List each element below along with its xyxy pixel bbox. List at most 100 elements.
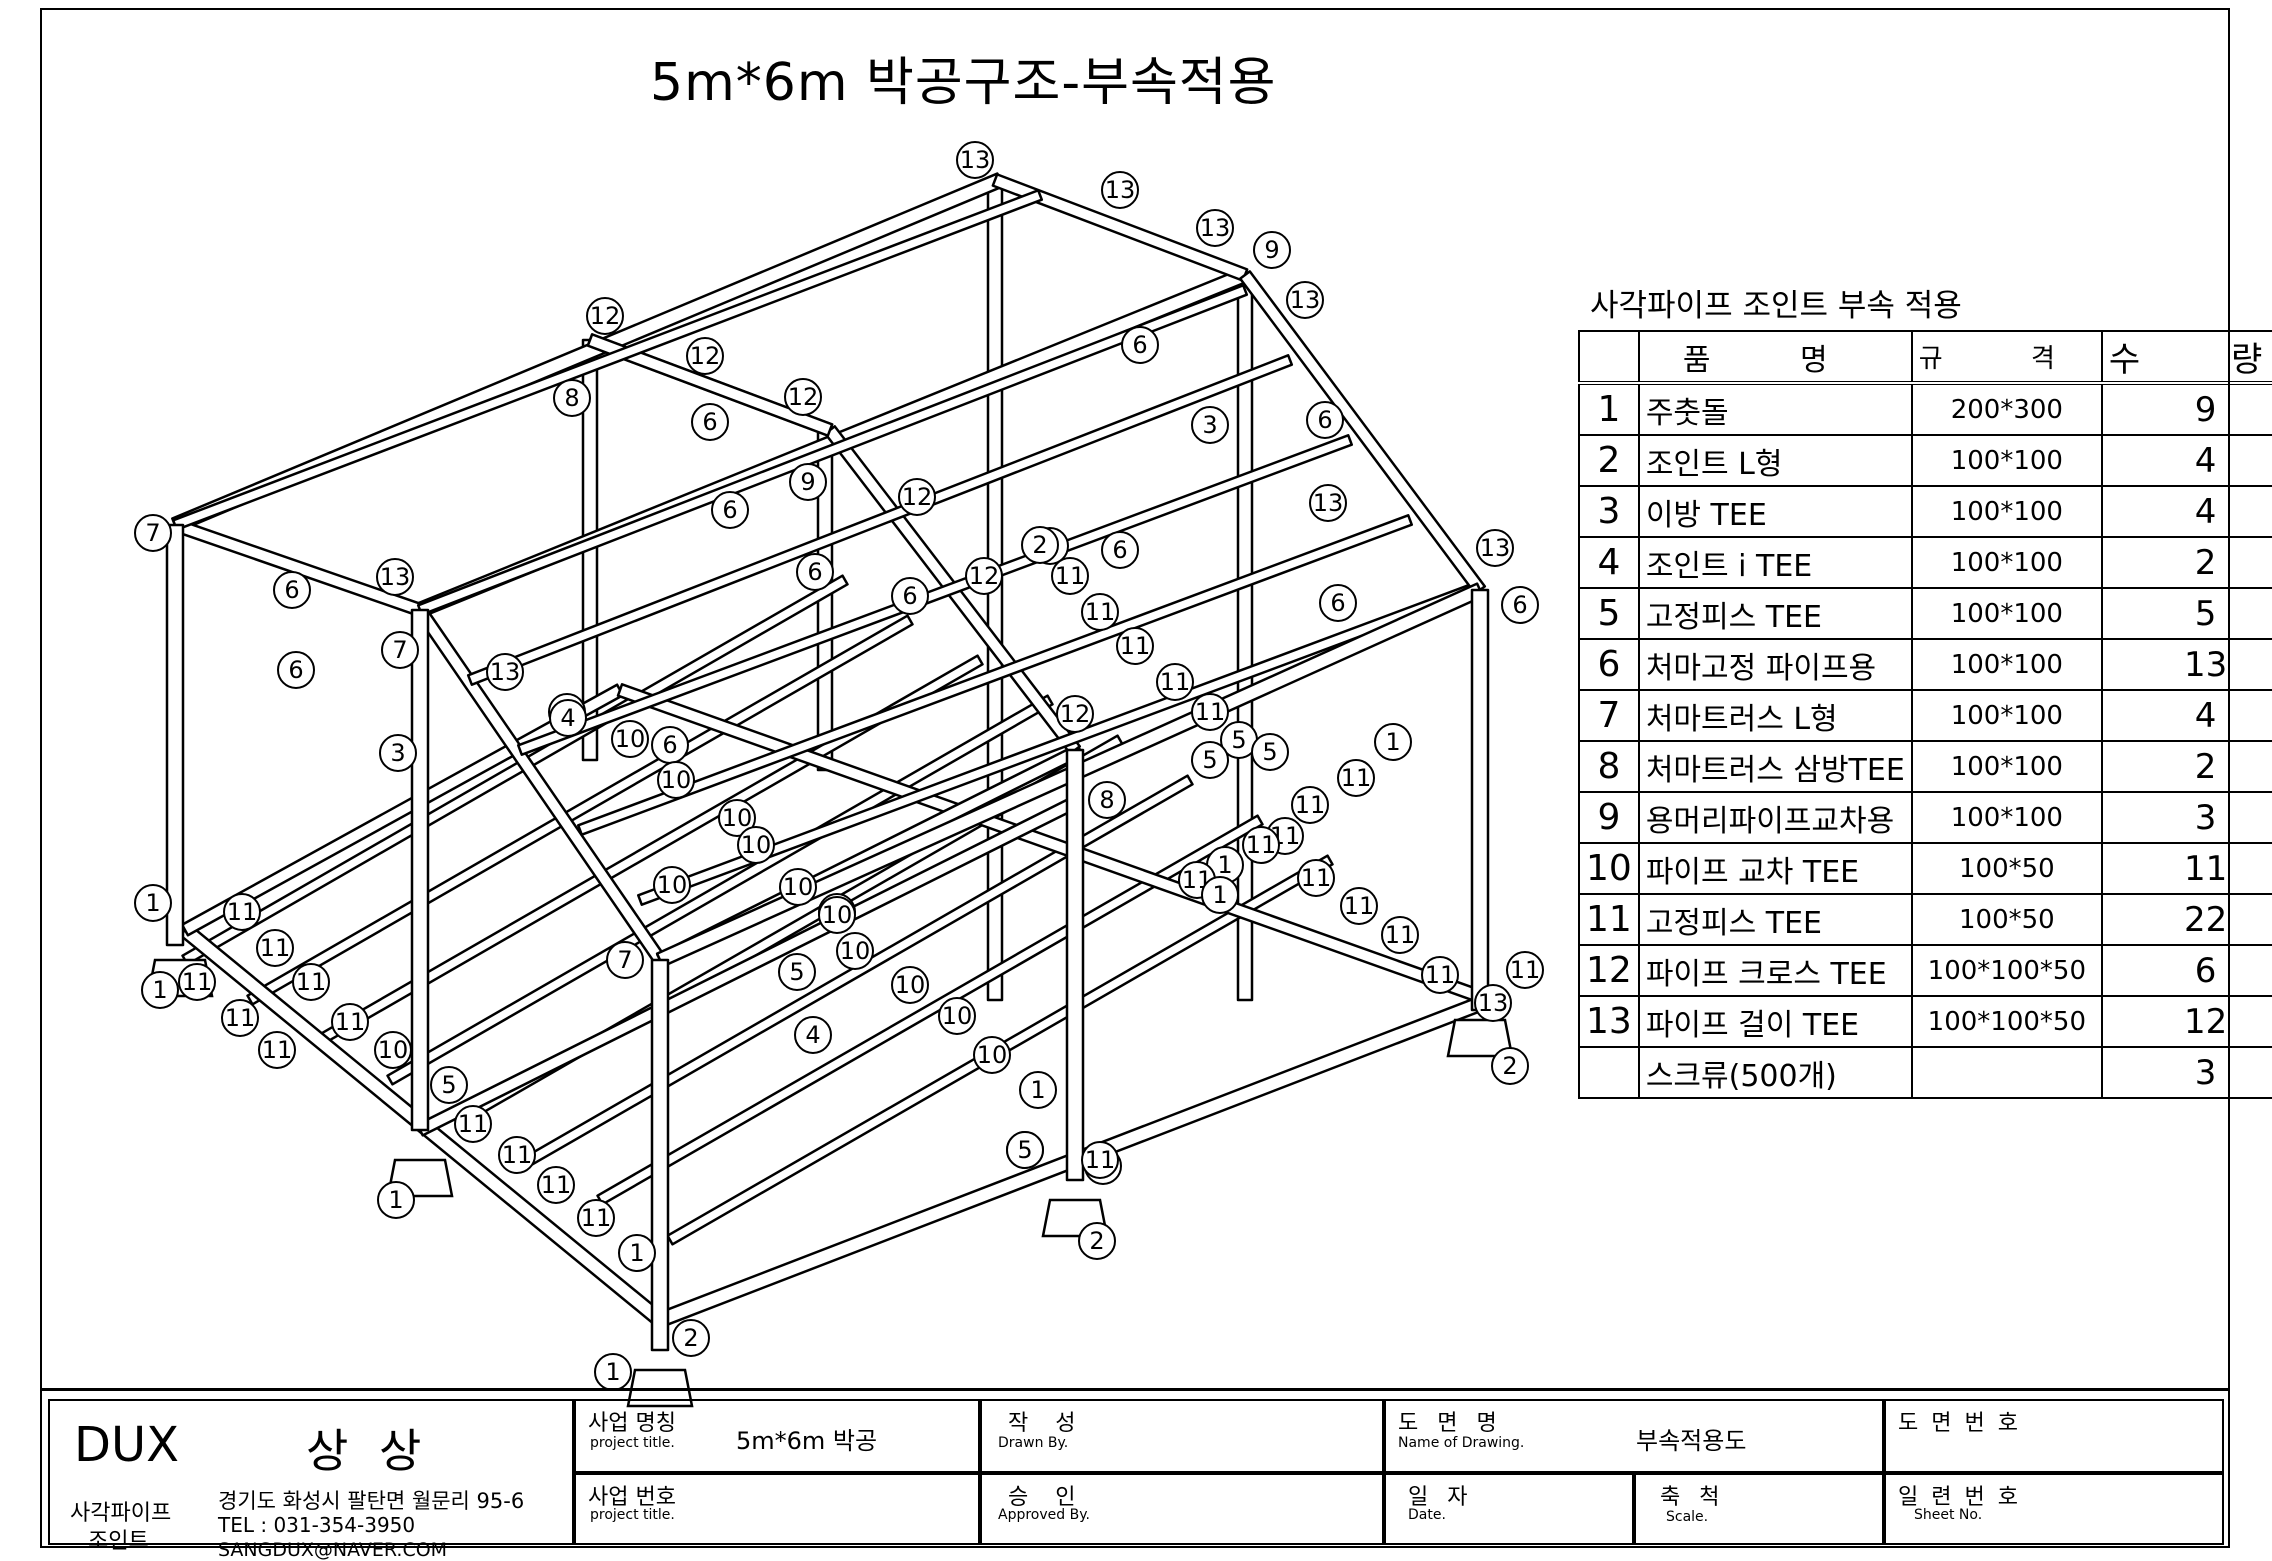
drawing-name-sub: Name of Drawing. <box>1398 1435 1525 1451</box>
callout-bubble: 11 <box>1506 951 1544 989</box>
callout-bubble: 11 <box>1116 627 1154 665</box>
callout-bubble: 4 <box>794 1016 832 1054</box>
callout-bubble: 10 <box>779 868 817 906</box>
callout-number: 11 <box>296 968 327 996</box>
callout-number: 13 <box>1290 286 1321 314</box>
callout-bubble: 11 <box>258 1031 296 1069</box>
callout-number: 11 <box>225 1004 256 1032</box>
callout-bubble: 11 <box>537 1166 575 1204</box>
callout-number: 6 <box>662 731 677 759</box>
callout-number: 10 <box>615 725 646 753</box>
callout-bubble: 6 <box>277 651 315 689</box>
approved-by-sub: Approved By. <box>998 1507 1090 1523</box>
callout-bubble: 12 <box>784 378 822 416</box>
parts-table-header-2: 규 격 <box>1910 330 2103 385</box>
callout-bubble: 12 <box>965 557 1003 595</box>
date-cell: 일 자 Date. <box>1384 1473 1634 1545</box>
callout-bubble: 10 <box>374 1031 412 1069</box>
callout-bubble: 6 <box>1319 584 1357 622</box>
callout-number: 10 <box>942 1002 973 1030</box>
callout-bubble: 2 <box>1078 1222 1116 1260</box>
callout-number: 6 <box>807 558 822 586</box>
callout-number: 6 <box>702 408 717 436</box>
callout-bubble: 12 <box>898 478 936 516</box>
parts-cell-name: 고정피스 TEE <box>1637 587 1913 640</box>
callout-bubble: 6 <box>273 571 311 609</box>
callout-bubble: 11 <box>1051 557 1089 595</box>
callout-number: 11 <box>541 1171 572 1199</box>
callout-bubble: 13 <box>956 141 994 179</box>
parts-cell-spec: 100*100 <box>1910 791 2103 844</box>
callout-number: 13 <box>380 563 411 591</box>
parts-cell-spec: 100*50 <box>1910 842 2103 895</box>
callout-number: 6 <box>1132 331 1147 359</box>
product-line-2: 조인트 <box>88 1529 149 1554</box>
callout-bubble: 4 <box>549 699 587 737</box>
callout-number: 2 <box>683 1324 698 1352</box>
purlin <box>466 354 1294 686</box>
callout-number: 2 <box>1089 1227 1104 1255</box>
callout-number: 10 <box>741 831 772 859</box>
callout-number: 13 <box>960 146 991 174</box>
parts-cell-spec: 100*100*50 <box>1910 995 2103 1048</box>
floor-joist <box>246 614 914 1006</box>
callout-bubble: 11 <box>1156 663 1194 701</box>
scale-sub: Scale. <box>1666 1509 1709 1525</box>
project-no-sub: project title. <box>590 1507 675 1523</box>
callout-bubble: 11 <box>498 1136 536 1174</box>
callout-number: 6 <box>1317 406 1332 434</box>
callout-bubble: 6 <box>711 491 749 529</box>
callout-bubble: 13 <box>1101 171 1139 209</box>
callout-bubble: 3 <box>379 734 417 772</box>
callout-number: 11 <box>335 1008 366 1036</box>
parts-cell-no: 3 <box>1578 485 1640 538</box>
callout-number: 5 <box>441 1071 456 1099</box>
rafter-mid-2 <box>586 333 834 437</box>
callout-number: 5 <box>1231 726 1246 754</box>
parts-cell-name: 처마고정 파이프용 <box>1637 638 1913 691</box>
callout-bubble: 11 <box>577 1199 615 1237</box>
parts-cell-name: 처마트러스 삼방TEE <box>1637 740 1913 793</box>
callout-bubble: 5 <box>778 953 816 991</box>
callout-number: 11 <box>1341 764 1372 792</box>
drawing-name-value: 부속적용도 <box>1636 1427 1747 1455</box>
parts-table-header-3: 수 량 <box>2100 330 2272 385</box>
callout-number: 11 <box>262 1036 293 1064</box>
callout-number: 11 <box>182 968 213 996</box>
project-name-cell: 사업 명칭 project title. 5m*6m 박공 <box>574 1399 980 1473</box>
callout-bubble: 6 <box>1121 326 1159 364</box>
callout-bubble: 5 <box>1220 721 1258 759</box>
callout-bubble: 8 <box>553 379 591 417</box>
callout-bubble: 6 <box>1101 531 1139 569</box>
callout-number: 2 <box>1502 1052 1517 1080</box>
parts-cell-spec: 100*100 <box>1910 536 2103 589</box>
callout-bubble: 11 <box>1081 593 1119 631</box>
callout-bubble: 5 <box>430 1066 468 1104</box>
parts-table-row: 스크류(500개)3 <box>1578 1046 2272 1099</box>
product-line-1: 사각파이프 <box>70 1501 172 1526</box>
parts-cell-name: 처마트러스 L형 <box>1637 689 1913 742</box>
callout-number: 11 <box>581 1204 612 1232</box>
purlin <box>171 189 1044 531</box>
post-front-right <box>1065 748 1085 1182</box>
callout-number: 10 <box>378 1036 409 1064</box>
callout-number: 11 <box>260 934 291 962</box>
callout-number: 1 <box>152 976 167 1004</box>
parts-cell-no: 2 <box>1578 434 1640 487</box>
callout-bubble: 11 <box>1297 859 1335 897</box>
callout-number: 4 <box>560 704 575 732</box>
parts-cell-no: 1 <box>1578 382 1640 436</box>
callout-number: 1 <box>145 889 160 917</box>
callout-bubble: 11 <box>223 893 261 931</box>
callout-bubble: 10 <box>891 966 929 1004</box>
parts-cell-qty: 12 <box>2100 995 2272 1048</box>
parts-cell-qty: 6 <box>2100 944 2272 997</box>
callout-bubble: 1 <box>141 971 179 1009</box>
